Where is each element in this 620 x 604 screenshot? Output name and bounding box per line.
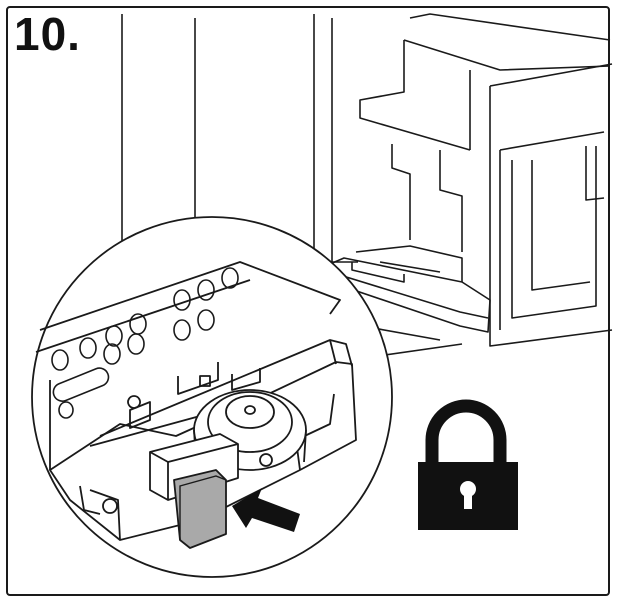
step-number: 10. <box>14 8 81 60</box>
latch-tab-icon <box>173 469 227 549</box>
lock-icon <box>418 399 518 530</box>
push-arrow-icon <box>232 488 300 532</box>
mounting-holes <box>51 267 239 419</box>
zoom-detail <box>31 216 393 578</box>
